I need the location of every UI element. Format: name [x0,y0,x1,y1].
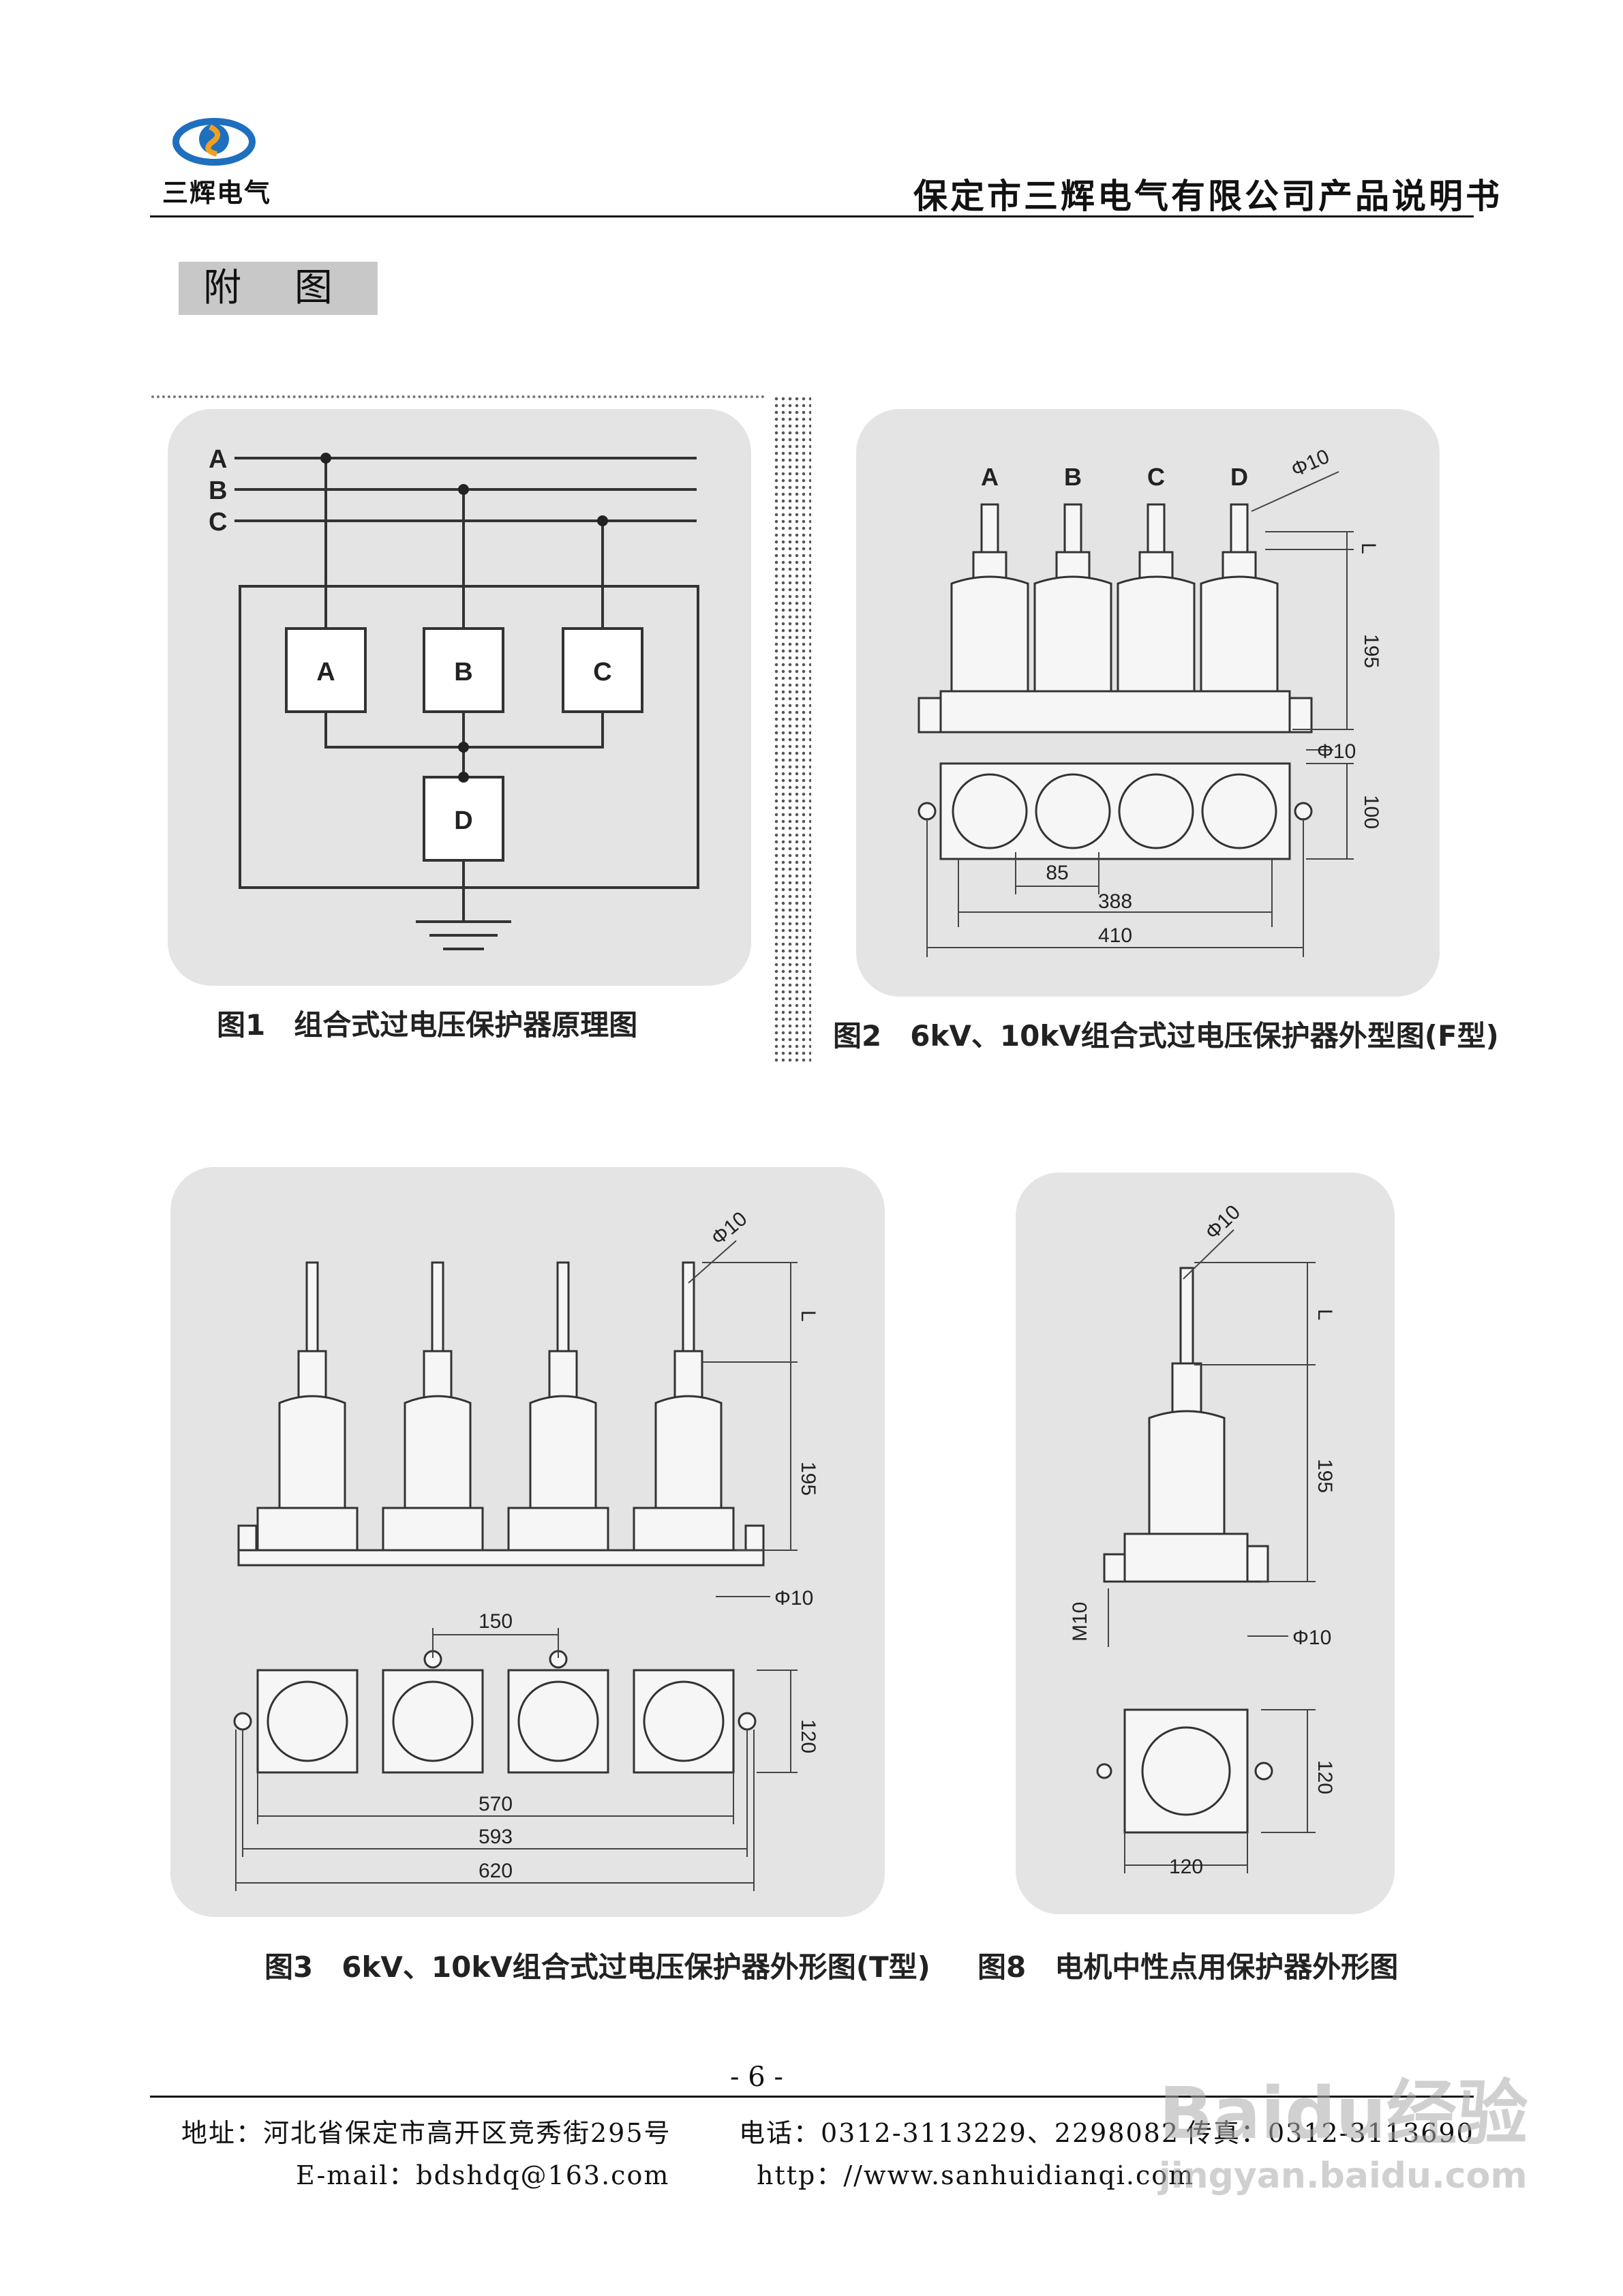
company-header-title: 保定市三辉电气有限公司产品说明书 [913,176,1502,216]
dim-height: 195 [1360,634,1382,668]
terminal-label-b: B [1064,463,1082,491]
footer-email-address[interactable]: bdshdq@163.com [416,2160,670,2190]
logo-text: 三辉电气 [162,178,272,208]
dim-pitch: 85 [1046,862,1068,884]
figure-3-panel: Φ10 L 195 Φ10 150 120 570 593 620 [170,1167,885,1917]
logo-mark [172,118,256,166]
dim-phi-top: Φ10 [1288,445,1333,481]
box-label-b: B [454,658,472,686]
watermark: Baidu经验 jingyan.baidu.com [1159,2072,1528,2198]
dim-width: 120 [1169,1856,1203,1878]
dim-width-593: 593 [479,1826,513,1848]
footer-website: http：//www.sanhuidianqi.com [757,2154,1194,2192]
terminal-label-a: A [981,463,999,491]
dim-depth: 120 [797,1719,819,1753]
dim-phi-bottom: Φ10 [1317,740,1356,763]
box-label-a: A [316,658,335,686]
dim-phi-bottom: Φ10 [1292,1627,1331,1649]
footer-email: E-mail：bdshdq@163.com [296,2154,669,2192]
footer-address: 地址：河北省保定市高开区竞秀街295号 [181,2118,671,2148]
figure-3-drawing: Φ10 L 195 Φ10 150 120 570 593 620 [233,1207,819,1891]
company-logo [172,109,260,170]
terminal-label-c: C [1147,463,1165,491]
figure-8-panel: Φ10 L 195 M10 Φ10 120 120 [1016,1173,1395,1914]
terminal-label-d: D [1230,463,1248,491]
dim-phi-bottom: Φ10 [774,1587,813,1610]
figure-1-caption: 图1 组合式过电压保护器原理图 [217,1008,638,1042]
dim-width-620: 620 [479,1860,513,1882]
dim-l: L [1314,1309,1336,1320]
footer-web-link[interactable]: www.sanhuidianqi.com [863,2160,1195,2190]
figure-3-caption: 图3 6kV、10kV组合式过电压保护器外形图(T型) [264,1950,930,1984]
figure-8-caption: 图8 电机中性点用保护器外形图 [977,1950,1399,1984]
dim-depth: 100 [1360,795,1382,829]
header-divider [150,215,1474,217]
dotted-separator-vertical [773,395,811,1063]
dim-inner-width: 388 [1098,890,1132,913]
dim-phi-top: Φ10 [707,1207,751,1250]
bus-label-c: C [209,508,227,537]
dim-l: L [1357,543,1380,554]
box-label-d: D [454,806,472,835]
watermark-brand: Baidu经验 [1159,2072,1528,2155]
section-title-background [179,262,378,315]
footer-web-label: http：// [757,2160,864,2190]
dim-bolt: M10 [1069,1602,1091,1642]
dim-outer-width: 410 [1098,924,1132,947]
dim-depth: 120 [1314,1760,1336,1794]
footer-divider [150,2096,1474,2098]
dotted-separator-horizontal [151,395,765,398]
dim-height: 195 [797,1462,819,1496]
dim-width-570: 570 [479,1793,513,1815]
bus-label-b: B [209,477,227,505]
figure-1-panel: A B C A B C D [168,409,751,986]
watermark-domain: jingyan.baidu.com [1159,2156,1528,2196]
box-label-c: C [593,658,611,686]
bus-label-a: A [209,445,227,474]
dim-height: 195 [1314,1459,1336,1493]
footer-phone: 电话：0312-3113229、2298082 [739,2118,1180,2148]
page-number: - 6 - [730,2061,783,2093]
footer-email-label: E-mail： [296,2160,416,2190]
section-title: 附 图 [203,266,353,310]
dim-l: L [797,1310,819,1322]
figure-1-schematic: A B C A B C D [209,445,699,950]
figure-2-drawing: A B C D [917,445,1382,957]
figure-2-panel: A B C D [856,409,1440,997]
dim-pitch: 150 [479,1610,513,1633]
footer-fax: 传真：0312-3113690 [1186,2118,1474,2148]
figure-2-caption: 图2 6kV、10kV组合式过电压保护器外型图(F型) [833,1019,1499,1053]
figure-8-drawing: Φ10 L 195 M10 Φ10 120 120 [1069,1200,1336,1878]
dim-phi-top: Φ10 [1201,1200,1245,1244]
